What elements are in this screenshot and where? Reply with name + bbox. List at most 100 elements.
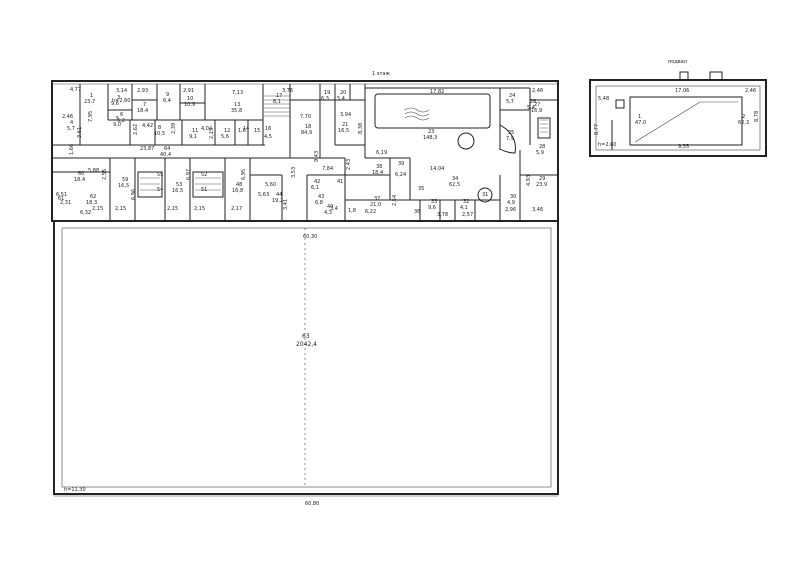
dims-d-3-46-label: 3,46 [532, 207, 543, 213]
rooms-20-area-label: 9,1 [189, 134, 197, 140]
basement-title: подвал [668, 59, 687, 65]
rooms-27-num-label: 39 [398, 161, 404, 167]
dims-d-17-06-label: 17,06 [675, 88, 689, 94]
rooms-23-num-label: 15 [254, 128, 260, 134]
rooms-12-num-label: 24 [509, 93, 515, 99]
room-15: 15 [254, 128, 260, 134]
rooms-15-area-label: 7,9 [506, 136, 514, 142]
rooms-46-num-label: 33 [431, 199, 437, 205]
room-24: 245,7 [506, 93, 515, 105]
dims-d-6-24-label: 6,24 [395, 172, 406, 178]
rooms-10-area-label: 16,5 [338, 128, 349, 134]
rooms-14-area-label: 16,9 [531, 108, 542, 114]
dims-d-6-95-label: 6,95 [241, 169, 247, 180]
dims-d-17-82-label: 17,82 [430, 89, 444, 95]
rooms-0-area-label: 23,7 [84, 99, 95, 105]
rooms-46-area-label: 9,6 [428, 205, 436, 211]
rooms-36-num-label: 52 [201, 172, 207, 178]
dims-d-2-55-label: 2,55 [102, 169, 108, 180]
rooms-41-area-label: 6,1 [311, 185, 319, 191]
rooms-37-num-label: 51 [201, 187, 207, 193]
dims-d-5-60-label: 5,60 [265, 182, 276, 188]
dims-height-warehouse-label: h=11,30 [64, 487, 86, 493]
rooms-14-num-label: 27 [534, 102, 540, 108]
dims-d-6-32-label: 6,32 [80, 210, 91, 216]
dims-d-7-13-label: 7,13 [232, 90, 243, 96]
dims-d-2-96-label: 2,96 [505, 207, 516, 213]
dims-outer-bottom-label: 60,80 [305, 501, 319, 507]
dims-d-3-14-label: 3,14 [116, 88, 127, 94]
rooms-47-area-label: 4,1 [460, 205, 468, 211]
dims-d-2-43-label: 2,43 [346, 159, 352, 170]
room-7: 718,4 [137, 102, 148, 114]
dims-d-3-61-label: 3,61 [77, 127, 83, 138]
dims-d-5-48-label: 5,48 [598, 96, 609, 102]
rooms-21-num-label: 12 [224, 128, 230, 134]
dims-d-2-31-label: 2,31 [60, 200, 71, 206]
dims-d-1-66-label: 1,66 [69, 144, 75, 155]
dims-d-2-15-label: 2,15 [209, 128, 215, 139]
dims-d-2-15c-label: 2,15 [115, 206, 126, 212]
dims-d-2-46c-label: 2,46 [745, 88, 756, 94]
room-40: 404,3 [324, 204, 333, 216]
rooms-7-area-label: 84,9 [301, 130, 312, 136]
rooms-16-area-label: 5,7 [67, 126, 75, 132]
dims-d-9-35-label: 9,35 [678, 144, 689, 150]
dims-d-23-87-label: 23,87 [140, 146, 154, 152]
dims-d-35-label: 35 [418, 186, 424, 192]
rooms-34-num-label: 54 [157, 187, 163, 193]
dims-d-6-19-label: 6,19 [376, 150, 387, 156]
rooms-15-num-label: 25 [508, 130, 514, 136]
rooms-44-num-label: 43 [318, 194, 324, 200]
rooms-2-num-label: 7 [143, 102, 146, 108]
dims-d-2-15b-label: 2,15 [92, 206, 103, 212]
room-61: 61 [58, 196, 64, 202]
rooms-13-num-label: 26 [530, 99, 536, 105]
rooms-16-num-label: 4 [70, 120, 73, 126]
dims-d-5-63-label: 5,63 [258, 192, 269, 198]
dims-d-2-39-label: 2,39 [171, 123, 177, 134]
rooms-40-area-label: 18,3 [86, 200, 97, 206]
room-43: 436,8 [315, 194, 324, 206]
rooms-26-area-label: 18,4 [372, 170, 383, 176]
rooms-45-num-label: 37 [374, 196, 380, 202]
rooms-18-area-label: 5,2 [117, 118, 125, 124]
room-31: 31 [482, 192, 488, 198]
rooms-5-area-label: 35,8 [231, 108, 242, 114]
rooms-17-area-label: 9,0 [113, 122, 121, 128]
rooms-50-num-label: 61 [58, 196, 64, 202]
rooms-3-num-label: 9 [166, 92, 169, 98]
rooms-30-area-label: 23,9 [536, 182, 547, 188]
dims-d-4-42-label: 4,42 [142, 123, 153, 129]
rooms-9-area-label: 5,4 [337, 96, 345, 102]
warehouse-block [53, 220, 559, 497]
rooms-21-area-label: 5,6 [221, 134, 229, 140]
rooms-19-area-label: 10,5 [154, 131, 165, 137]
rooms-30-num-label: 29 [539, 176, 545, 182]
room-4: 45,7 [67, 120, 75, 132]
rooms-1-area-label: 9,6 [111, 101, 119, 107]
dims-d-36-label: 36 [414, 209, 420, 215]
dims-d-1-8-label: 1,8 [348, 208, 356, 214]
dims-d-7-70-label: 7,70 [300, 114, 311, 120]
rooms-38-area-label: 16,8 [232, 188, 243, 194]
rooms-33-num-label: 55 [157, 172, 163, 178]
rooms-31-num-label: 60 [78, 171, 84, 177]
rooms-4-num-label: 10 [187, 96, 193, 102]
rooms-9-num-label: 20 [340, 90, 346, 96]
dims-d-6-97-label: 6,97 [186, 169, 192, 180]
rooms-7-num-label: 18 [305, 124, 311, 130]
dims-d-14-04-label: 14,04 [430, 166, 444, 172]
dims-d-3-41-label: 3,41 [283, 199, 289, 210]
room-14: 14 [243, 126, 249, 132]
